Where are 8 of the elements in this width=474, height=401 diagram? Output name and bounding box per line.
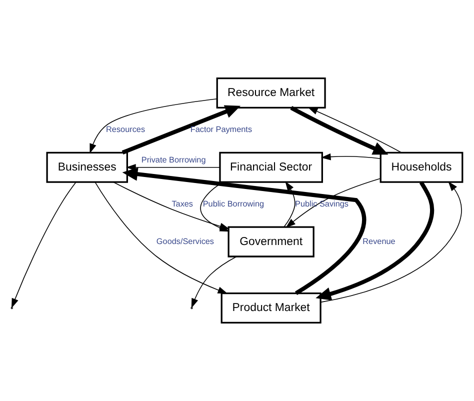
edge-label: Taxes [172,200,194,209]
edge-label: Goods/Services [156,236,214,246]
edge-label: Factor Payments [190,125,252,134]
edge-label: Revenue [362,236,396,246]
edge-label: Private Borrowing [141,155,206,164]
edge-label: Resources [106,125,146,134]
edge-label: Public Borrowing [202,200,264,209]
edge-label: Public Savings [295,200,349,209]
